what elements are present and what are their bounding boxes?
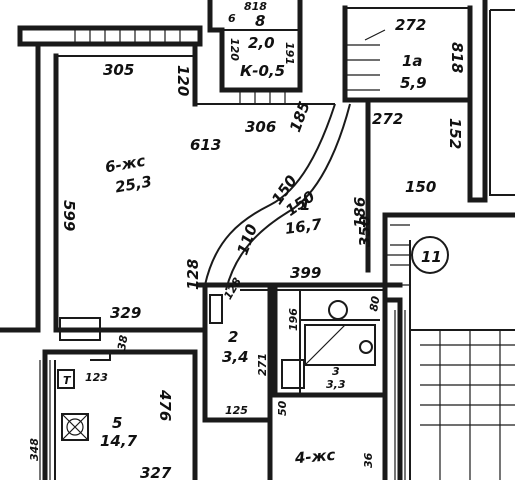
stove [61,413,89,441]
room5-shelf [90,352,111,361]
dim-125: 125 [225,404,248,417]
stairs-room6-top [74,30,181,44]
toilet-box [281,359,305,389]
dim-150c: 150 [405,178,436,196]
room8-number: 8 [255,12,265,30]
wall-bath-divider [299,290,380,395]
wall-top-left [17,25,203,47]
dim-6: 6 [228,12,236,25]
room5-number: 5 [112,414,122,432]
wall-bath [272,287,388,398]
dim-348: 348 [28,438,41,461]
dim-613: 613 [190,136,221,154]
sink [328,300,348,320]
dim-36: 36 [362,452,375,468]
dim-327: 327 [140,464,172,480]
stairs-balcony [239,88,286,104]
balcony-label: К-0,5 [240,62,285,80]
room3-number: 3 [332,365,340,378]
dim-120-left: 120 [174,65,192,96]
room3-area: 3,3 [326,378,346,391]
dim-196: 196 [287,308,300,331]
dim-128b: 128 [221,275,244,302]
dim-818-right: 818 [448,42,466,73]
room1a-number: 1а [402,52,423,70]
dim-120-upper: 120 [228,38,241,61]
dim-191: 191 [283,42,296,65]
room5-area: 14,7 [100,432,138,450]
dim-818-top: 818 [244,0,267,13]
room1-area: 16,7 [284,215,324,238]
room6-area: 25,3 [114,172,154,196]
dim-399: 399 [290,264,321,282]
dim-305: 305 [103,61,134,79]
dim-123: 123 [85,371,108,384]
wall-room2 [202,282,273,423]
dim-128: 128 [184,259,202,290]
wall-curved-right [225,103,351,291]
room5-box [57,369,75,389]
wall-right-lower [382,212,515,480]
wall-right-edge [467,97,488,203]
stairs-right-lower [420,330,515,480]
room2-area: 3,4 [222,348,249,366]
room2-stripe [209,294,223,324]
dim-272: 272 [395,16,426,34]
bathtub [304,324,376,366]
stairs-right-window [394,310,406,480]
dim-271: 271 [256,353,269,376]
wall-room4 [267,392,388,480]
dim-306: 306 [245,118,276,136]
dim-152: 152 [446,118,464,149]
section-marker-label: 11 [421,248,442,266]
stove-ring [66,418,84,436]
room6-name: 6-жс [104,152,147,177]
stove-cross [61,413,89,441]
wall-right-lower-inner [409,240,515,480]
stairs-left-window [39,360,51,480]
room4-name: 4-жс [293,446,336,468]
stairs-room1a [345,29,386,91]
room1a-area: 5,9 [400,74,427,92]
stairs [39,29,515,480]
bath-diagonal [304,324,346,366]
dim-50: 50 [276,400,289,416]
fixtures [57,294,376,441]
stamp-mark: Т [63,374,72,387]
dim-599: 599 [60,200,78,231]
dim-272b: 272 [372,110,403,128]
wall-right-frame-inner [489,9,515,196]
dim-186: 186 [351,197,369,228]
dim-80: 80 [367,295,383,313]
dim-350: 350 [356,216,374,247]
dim-38: 38 [115,334,131,352]
wall-room6-bottom-hatch [59,317,101,341]
wall-room5 [0,327,198,480]
washbasin [359,340,373,354]
wall-room1a [342,5,473,103]
room2-number: 2 [228,328,238,346]
dim-476: 476 [156,389,174,421]
wall-room8 [207,0,303,93]
stairs-right-mid [390,224,410,286]
room1-number: 1 [300,196,310,214]
wall-curved-left [204,103,336,286]
dim-329: 329 [110,304,141,322]
room8-area: 2,0 [248,34,275,52]
